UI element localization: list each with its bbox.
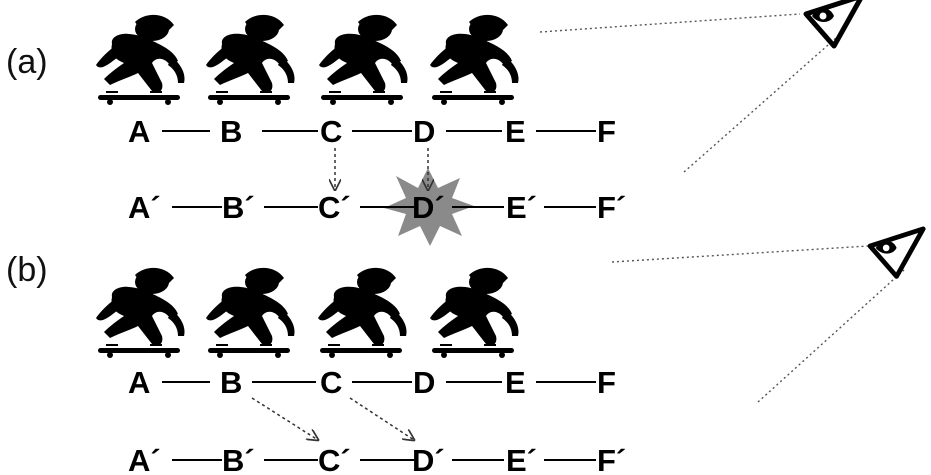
node-a-lower-B-prime: B´	[222, 190, 255, 225]
node-b-upper-A: A	[128, 365, 150, 400]
node-a-lower-C-prime: C´	[318, 190, 351, 225]
node-a-upper-D: D	[413, 114, 435, 149]
node-a-upper-A: A	[128, 114, 150, 149]
skater-figure-b2	[206, 267, 295, 358]
node-b-lower-F-prime: F´	[597, 443, 626, 475]
panel-label-a: (a)	[6, 43, 48, 81]
sight-line	[757, 269, 905, 403]
node-b-lower-D-prime: D´	[412, 443, 445, 475]
skater-figure-b4	[430, 267, 519, 358]
node-b-upper-D: D	[413, 365, 435, 400]
node-a-lower-A-prime: A´	[128, 190, 161, 225]
node-b-lower-E-prime: E´	[506, 443, 537, 475]
node-b-upper-B: B	[220, 365, 242, 400]
skater-figure-a3	[319, 14, 408, 105]
node-a-lower-E-prime: E´	[506, 190, 537, 225]
eye-icon	[870, 229, 923, 277]
sight-line	[611, 245, 869, 263]
node-b-lower-C-prime: C´	[318, 443, 351, 475]
node-b-upper-F: F	[597, 365, 616, 400]
panel-label-b: (b)	[6, 251, 48, 289]
node-b-upper-C: C	[320, 365, 342, 400]
sight-line	[539, 13, 801, 33]
skater-figure-b3	[318, 267, 407, 358]
node-a-upper-C: C	[320, 114, 342, 149]
arrow-b-to-c-prime	[251, 397, 318, 440]
node-a-lower-F-prime: F´	[597, 190, 626, 225]
skater-figure-b1	[96, 267, 185, 358]
arrow-c-to-d-prime	[349, 397, 414, 440]
node-b-lower-B-prime: B´	[222, 443, 255, 475]
skater-figure-a1	[96, 14, 185, 105]
node-b-upper-E: E	[505, 365, 526, 400]
skater-figure-a2	[206, 14, 295, 105]
starburst	[384, 168, 474, 246]
node-a-upper-F: F	[597, 114, 616, 149]
skater-figure-a4	[430, 14, 519, 105]
node-b-lower-A-prime: A´	[128, 443, 161, 475]
node-a-upper-E: E	[505, 114, 526, 149]
node-a-upper-B: B	[220, 114, 242, 149]
node-a-lower-D-prime: D´	[412, 190, 445, 225]
sight-line	[683, 37, 837, 173]
